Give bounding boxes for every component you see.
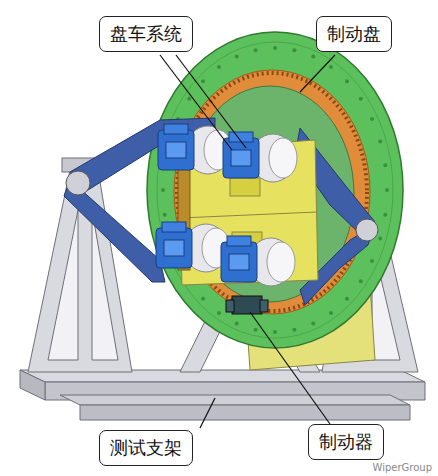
disc-hole — [345, 297, 349, 301]
motor-part — [164, 124, 188, 134]
disc-rim — [157, 42, 393, 338]
motor-unit — [158, 124, 232, 174]
motor-part — [227, 236, 251, 246]
motor-part — [158, 130, 194, 170]
disc-hole — [378, 139, 382, 143]
disc-hole — [235, 55, 239, 59]
disc-hole — [273, 330, 277, 334]
motor-unit — [156, 222, 230, 272]
brake-disc — [147, 32, 403, 348]
disc-hole — [273, 46, 277, 50]
disc-hole — [329, 65, 333, 69]
disc-hole — [187, 97, 191, 101]
disc-hole — [292, 48, 296, 52]
motor-part — [231, 150, 251, 166]
disc-hole — [201, 297, 205, 301]
disc-hole — [217, 65, 221, 69]
disc-hole — [359, 279, 363, 283]
watermark: WiperGroup — [372, 462, 432, 473]
callout-box: 制动器 — [308, 424, 384, 460]
motor-part — [164, 240, 184, 256]
disc-hole — [370, 117, 374, 121]
motor-part — [166, 142, 186, 158]
disc-hole — [161, 188, 165, 192]
motor-part — [267, 242, 295, 282]
disc-hole — [370, 259, 374, 263]
callout-box: 制动盘 — [316, 16, 392, 52]
motor-part — [229, 254, 249, 270]
motor-unit — [223, 132, 297, 182]
disc-hole — [311, 321, 315, 325]
callout-box: 测试支架 — [99, 430, 193, 466]
callout-text: 制动盘 — [327, 23, 381, 45]
disc-hole — [383, 163, 387, 167]
disc-hole — [217, 311, 221, 315]
leader-line — [160, 55, 335, 428]
brake-caliper — [226, 296, 268, 314]
disc-holes — [161, 46, 389, 334]
callout-text: 盘车系统 — [110, 23, 182, 45]
disc-hole — [378, 237, 382, 241]
callout-text: 测试支架 — [110, 437, 182, 459]
motor-unit — [221, 236, 295, 286]
disc-hole — [329, 311, 333, 315]
disc-hole — [292, 328, 296, 332]
blue-arm — [64, 118, 378, 305]
motor-part — [269, 138, 297, 178]
disc-hole — [235, 321, 239, 325]
disc-hole — [254, 328, 258, 332]
disc-hole — [385, 188, 389, 192]
disc-hole — [359, 97, 363, 101]
barring-system — [156, 124, 297, 286]
motor-part — [221, 242, 257, 282]
disc-hole — [163, 213, 167, 217]
disc-hole — [311, 55, 315, 59]
callout-box: 盘车系统 — [99, 16, 193, 52]
disc-hole — [383, 213, 387, 217]
disc-hole — [201, 79, 205, 83]
disc-hole — [254, 48, 258, 52]
motor-part — [162, 222, 186, 232]
motor-part — [223, 138, 259, 178]
disc-hole — [345, 79, 349, 83]
motor-part — [156, 228, 192, 268]
callout-text: 制动器 — [319, 431, 373, 453]
